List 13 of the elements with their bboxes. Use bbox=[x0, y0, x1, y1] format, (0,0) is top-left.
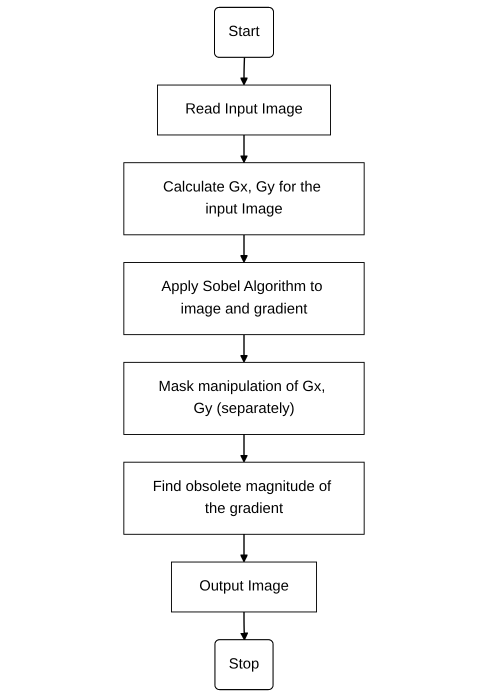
node-box: Apply Sobel Algorithm to image and gradient bbox=[122, 262, 364, 336]
node-box: Output Image bbox=[170, 562, 316, 612]
node-box: Read Input Image bbox=[156, 84, 330, 136]
arrow bbox=[239, 134, 248, 164]
node-box: Find obsolete magnitude of the gradient bbox=[122, 462, 364, 535]
arrow bbox=[240, 612, 248, 641]
arrow bbox=[239, 234, 248, 263]
arrow bbox=[239, 334, 248, 363]
node-box: Mask manipulation of Gx, Gy (separately) bbox=[122, 362, 364, 435]
arrow bbox=[239, 534, 248, 562]
arrow bbox=[239, 434, 248, 463]
arrow bbox=[239, 58, 248, 86]
node-box: Calculate Gx, Gy for the input Image bbox=[122, 162, 364, 236]
